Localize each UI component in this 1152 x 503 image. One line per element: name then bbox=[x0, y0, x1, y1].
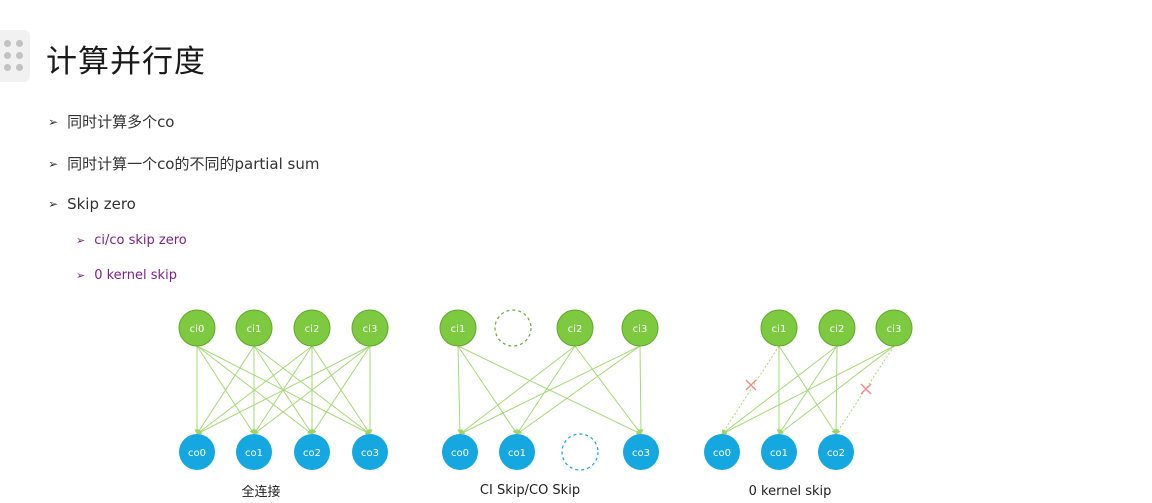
node-label: co3 bbox=[632, 448, 650, 459]
node-label: co1 bbox=[245, 448, 263, 459]
output-node: co2 bbox=[818, 434, 854, 470]
node-label: co3 bbox=[361, 448, 379, 459]
bullet-text: 同时计算多个co bbox=[67, 113, 175, 131]
output-node: co3 bbox=[352, 434, 388, 470]
page-title: 计算并行度 bbox=[46, 44, 206, 80]
output-node: co1 bbox=[236, 434, 272, 470]
fully-connected-diagram: ci0 ci1 ci2 ci3 co0 co1 bbox=[178, 309, 389, 500]
bullet-item: ➢ Skip zero bbox=[48, 195, 136, 213]
node-label: ci3 bbox=[633, 324, 648, 335]
input-node: ci3 bbox=[351, 309, 389, 347]
skip-cross-icon bbox=[745, 379, 757, 391]
node-label: co1 bbox=[770, 448, 788, 459]
node-label: co2 bbox=[303, 448, 321, 459]
node-label: ci1 bbox=[247, 324, 262, 335]
input-node: ci1 bbox=[235, 309, 273, 347]
node-label: ci2 bbox=[830, 324, 845, 335]
bullet-text: Skip zero bbox=[67, 195, 136, 213]
input-node: ci2 bbox=[556, 309, 594, 347]
bullet-arrow-icon: ➢ bbox=[48, 197, 59, 211]
input-node: ci1 bbox=[760, 309, 798, 347]
output-node: co2 bbox=[294, 434, 330, 470]
drag-handle-icon[interactable] bbox=[0, 30, 30, 82]
node-label: co0 bbox=[713, 448, 731, 459]
output-node: co0 bbox=[704, 434, 740, 470]
skipped-output-node bbox=[561, 433, 599, 471]
output-node: co1 bbox=[761, 434, 797, 470]
bullet-arrow-icon: ➢ bbox=[48, 156, 59, 171]
input-node: ci3 bbox=[621, 309, 659, 347]
node-label: ci2 bbox=[568, 324, 583, 335]
bullet-arrow-icon: ➢ bbox=[76, 234, 86, 247]
input-node: ci0 bbox=[178, 309, 216, 347]
input-node: ci2 bbox=[818, 309, 856, 347]
node-label: co1 bbox=[508, 448, 526, 459]
input-node: ci1 bbox=[439, 309, 477, 347]
node-label: co0 bbox=[188, 448, 206, 459]
bullet-item: ➢ 同时计算多个co bbox=[48, 111, 175, 132]
output-node: co0 bbox=[442, 434, 478, 470]
sub-bullet-text: ci/co skip zero bbox=[94, 233, 187, 248]
node-label: ci0 bbox=[190, 324, 205, 335]
sub-bullet-item: ➢ ci/co skip zero bbox=[76, 233, 187, 248]
sub-bullet-item: ➢ 0 kernel skip bbox=[76, 268, 177, 283]
output-node: co0 bbox=[179, 434, 215, 470]
node-label: co0 bbox=[451, 448, 469, 459]
skipped-input-node bbox=[494, 309, 532, 347]
input-node: ci3 bbox=[875, 309, 913, 347]
node-label: co2 bbox=[827, 448, 845, 459]
ci-co-skip-diagram: ci1 ci2 ci3 co0 co1 bbox=[439, 309, 659, 498]
skip-cross-icon bbox=[860, 383, 872, 395]
kernel-skip-diagram: ci1 ci2 ci3 co0 co1 co2 0 kern bbox=[704, 309, 913, 499]
node-label: ci2 bbox=[305, 324, 320, 335]
bullet-arrow-icon: ➢ bbox=[48, 114, 59, 129]
output-node: co1 bbox=[499, 434, 535, 470]
diagram-caption: 全连接 bbox=[241, 484, 280, 500]
diagram-caption: CI Skip/CO Skip bbox=[480, 483, 580, 498]
input-node: ci2 bbox=[293, 309, 331, 347]
diagram-caption: 0 kernel skip bbox=[749, 484, 832, 499]
node-label: ci1 bbox=[451, 324, 466, 335]
output-node: co3 bbox=[623, 434, 659, 470]
bullet-item: ➢ 同时计算一个co的不同的partial sum bbox=[48, 153, 319, 174]
bullet-text: 同时计算一个co的不同的partial sum bbox=[67, 155, 320, 173]
bullet-arrow-icon: ➢ bbox=[76, 269, 86, 282]
node-label: ci1 bbox=[772, 324, 787, 335]
sub-bullet-text: 0 kernel skip bbox=[94, 268, 177, 283]
node-label: ci3 bbox=[887, 324, 902, 335]
node-label: ci3 bbox=[363, 324, 378, 335]
